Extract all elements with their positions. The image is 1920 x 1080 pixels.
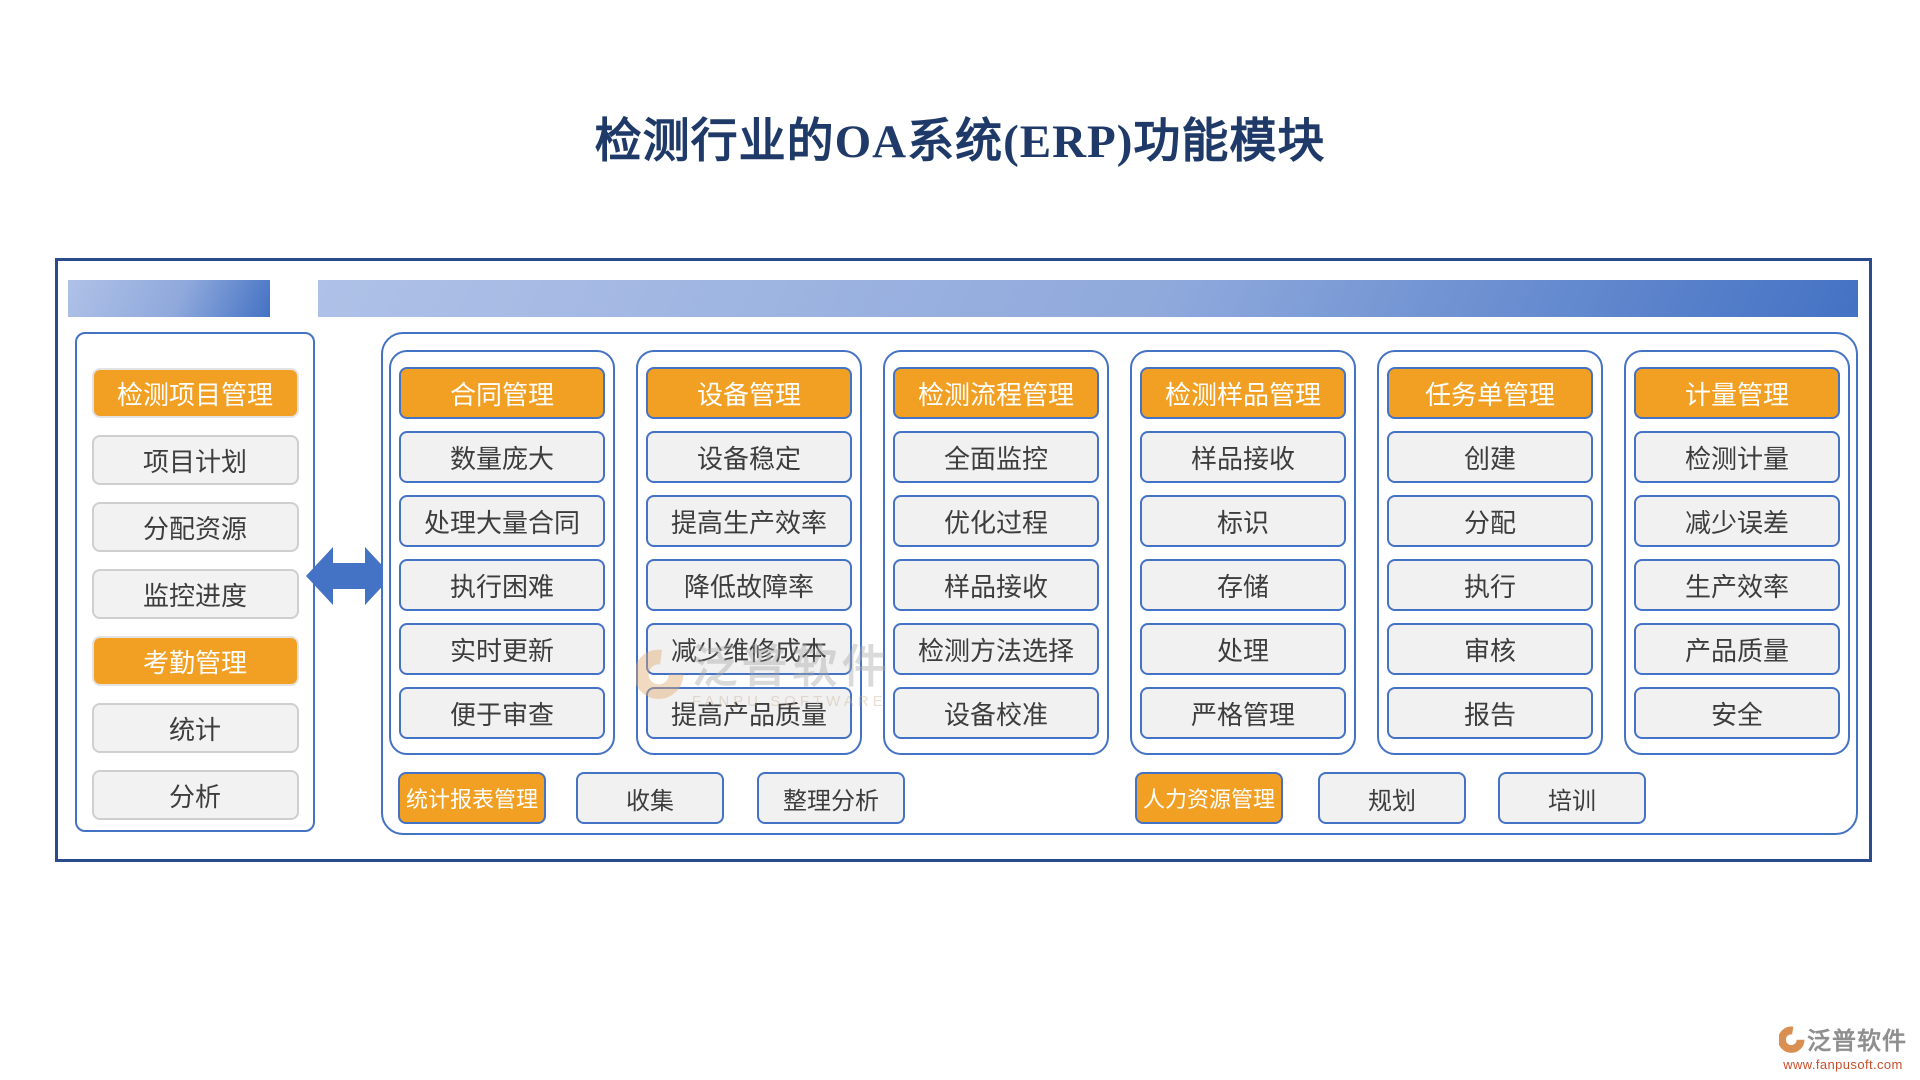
column-header-inspection-sample-management: 检测样品管理 <box>1140 367 1346 419</box>
column-item: 设备稳定 <box>646 431 852 483</box>
fanpu-logo: 泛普软件 www.fanpusoft.com <box>1779 1021 1907 1072</box>
column-item: 报告 <box>1387 687 1593 739</box>
footer-item-organize-analysis: 整理分析 <box>757 772 905 824</box>
column-item: 存储 <box>1140 559 1346 611</box>
footer-item-training: 培训 <box>1498 772 1646 824</box>
footer-item-hr-management: 人力资源管理 <box>1135 772 1283 824</box>
sidebar-item-attendance-management: 考勤管理 <box>91 636 299 686</box>
column-item: 检测方法选择 <box>893 623 1099 675</box>
column-item: 检测计量 <box>1634 431 1840 483</box>
footer-item-collection: 收集 <box>576 772 724 824</box>
column-item: 标识 <box>1140 495 1346 547</box>
column-item: 生产效率 <box>1634 559 1840 611</box>
column-contract-management: 合同管理 数量庞大 处理大量合同 执行困难 实时更新 便于审查 <box>389 350 615 755</box>
column-item: 减少维修成本 <box>646 623 852 675</box>
page-title: 检测行业的OA系统(ERP)功能模块 <box>594 116 1326 168</box>
column-equipment-management: 设备管理 设备稳定 提高生产效率 降低故障率 减少维修成本 提高产品质量 <box>636 350 862 755</box>
module-columns: 合同管理 数量庞大 处理大量合同 执行困难 实时更新 便于审查 设备管理 设备稳… <box>389 350 1850 755</box>
column-item: 处理 <box>1140 623 1346 675</box>
column-item: 安全 <box>1634 687 1840 739</box>
column-header-contract-management: 合同管理 <box>399 367 605 419</box>
sidebar-header-bar <box>68 280 270 317</box>
column-item: 创建 <box>1387 431 1593 483</box>
column-item: 审核 <box>1387 623 1593 675</box>
column-item: 样品接收 <box>893 559 1099 611</box>
column-item: 数量庞大 <box>399 431 605 483</box>
sidebar-item-project-plan: 项目计划 <box>91 435 299 485</box>
column-header-equipment-management: 设备管理 <box>646 367 852 419</box>
footer-item-planning: 规划 <box>1318 772 1466 824</box>
column-inspection-sample-management: 检测样品管理 样品接收 标识 存储 处理 严格管理 <box>1130 350 1356 755</box>
column-item: 实时更新 <box>399 623 605 675</box>
logo-website-url: www.fanpusoft.com <box>1783 1057 1903 1072</box>
column-header-task-order-management: 任务单管理 <box>1387 367 1593 419</box>
column-item: 执行困难 <box>399 559 605 611</box>
column-item: 样品接收 <box>1140 431 1346 483</box>
column-task-order-management: 任务单管理 创建 分配 执行 审核 报告 <box>1377 350 1603 755</box>
column-item: 全面监控 <box>893 431 1099 483</box>
column-item: 处理大量合同 <box>399 495 605 547</box>
column-item: 执行 <box>1387 559 1593 611</box>
column-header-measurement-management: 计量管理 <box>1634 367 1840 419</box>
logo-brand-name: 泛普软件 <box>1807 1029 1907 1055</box>
column-item: 提高生产效率 <box>646 495 852 547</box>
column-item: 便于审查 <box>399 687 605 739</box>
column-inspection-process-management: 检测流程管理 全面监控 优化过程 样品接收 检测方法选择 设备校准 <box>883 350 1109 755</box>
sidebar-item-statistics: 统计 <box>91 703 299 753</box>
sidebar-item-analysis: 分析 <box>91 770 299 820</box>
footer-item-report-statistics-management: 统计报表管理 <box>398 772 546 824</box>
column-item: 减少误差 <box>1634 495 1840 547</box>
sidebar-panel: 检测项目管理 项目计划 分配资源 监控进度 考勤管理 统计 分析 <box>75 332 315 832</box>
column-item: 产品质量 <box>1634 623 1840 675</box>
column-header-inspection-process-management: 检测流程管理 <box>893 367 1099 419</box>
sidebar-item-inspection-project-management: 检测项目管理 <box>91 368 299 418</box>
main-header-bar <box>318 280 1858 317</box>
double-arrow-icon <box>306 547 392 605</box>
column-item: 严格管理 <box>1140 687 1346 739</box>
column-item: 设备校准 <box>893 687 1099 739</box>
column-item: 分配 <box>1387 495 1593 547</box>
column-item: 提高产品质量 <box>646 687 852 739</box>
sidebar-item-resource-allocation: 分配资源 <box>91 502 299 552</box>
column-measurement-management: 计量管理 检测计量 减少误差 生产效率 产品质量 安全 <box>1624 350 1850 755</box>
column-item: 优化过程 <box>893 495 1099 547</box>
sidebar-item-progress-monitoring: 监控进度 <box>91 569 299 619</box>
fanpu-logo-icon <box>1779 1026 1805 1053</box>
column-item: 降低故障率 <box>646 559 852 611</box>
modules-container <box>381 332 1858 835</box>
